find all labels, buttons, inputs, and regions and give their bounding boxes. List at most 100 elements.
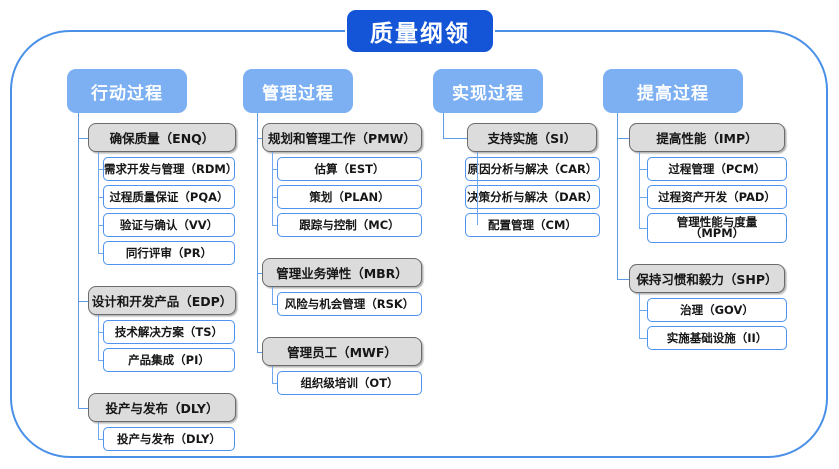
group-box-label: 投产与发布（DLY）	[105, 401, 219, 416]
connector-trunk-to-group	[257, 137, 262, 139]
leaf-box-label: 组织级培训（OT）	[300, 375, 399, 390]
connector-group-vertical	[98, 422, 99, 439]
connector-column-trunk	[257, 113, 258, 352]
connector-trunk-to-group	[78, 137, 88, 139]
connector-trunk-to-group	[257, 351, 262, 353]
leaf-box-1-2-2[interactable]: 产品集成（PI）	[103, 348, 235, 372]
leaf-box-label: 同行评审（PR）	[125, 245, 213, 260]
group-box-4-1[interactable]: 提高性能（IMP）	[629, 123, 785, 152]
column-header-label: 提高过程	[637, 83, 709, 104]
group-box-label: 保持习惯和毅力（SHP）	[636, 272, 778, 287]
connector-group-to-leaf	[98, 169, 103, 170]
leaf-box-2-1-3[interactable]: 跟踪与控制（MC）	[277, 213, 422, 237]
column-header-label: 行动过程	[91, 83, 163, 104]
connector-trunk-to-group	[617, 137, 629, 139]
group-box-1-3[interactable]: 投产与发布（DLY）	[88, 393, 236, 422]
group-box-label: 管理业务弹性（MBR）	[276, 266, 408, 281]
leaf-box-label: 验证与确认（VV）	[119, 217, 219, 232]
connector-group-to-leaf	[98, 253, 103, 254]
connector-group-vertical	[477, 152, 478, 225]
leaf-box-label: 需求开发与管理（RDM）	[104, 161, 238, 176]
connector-group-to-leaf	[272, 304, 277, 305]
connector-group-vertical	[272, 152, 273, 225]
connector-group-vertical	[98, 315, 99, 360]
leaf-box-2-1-2[interactable]: 策划（PLAN）	[277, 185, 422, 209]
connector-group-to-leaf	[639, 228, 647, 229]
connector-group-vertical	[272, 366, 273, 383]
connector-group-to-leaf	[98, 439, 103, 440]
leaf-box-label: 过程质量保证（PQA）	[109, 189, 229, 204]
connector-group-to-leaf	[98, 360, 103, 361]
connector-trunk-to-group	[443, 137, 467, 139]
leaf-box-1-2-1[interactable]: 技术解决方案（TS）	[103, 320, 235, 344]
diagram-title: 质量纲领	[347, 10, 493, 52]
leaf-box-label: 过程资产开发（PAD）	[658, 189, 776, 204]
group-box-label: 管理员工（MWF）	[287, 345, 397, 360]
leaf-box-4-2-1[interactable]: 治理（GOV）	[647, 298, 787, 322]
leaf-box-3-1-2[interactable]: 决策分析与解决（DAR）	[465, 185, 600, 209]
column-header-1[interactable]: 行动过程	[67, 69, 187, 113]
group-box-label: 设计和开发产品（EDP）	[91, 294, 233, 309]
group-box-2-3[interactable]: 管理员工（MWF）	[262, 337, 422, 366]
leaf-box-label: 估算（EST）	[314, 161, 385, 176]
leaf-box-label: 实施基础设施（II）	[666, 330, 768, 345]
column-header-3[interactable]: 实现过程	[433, 69, 543, 113]
diagram-title-label: 质量纲领	[370, 21, 470, 47]
column-header-label: 实现过程	[452, 83, 524, 104]
leaf-box-4-1-2[interactable]: 过程资产开发（PAD）	[647, 185, 787, 209]
connector-column-trunk	[617, 113, 618, 279]
leaf-box-1-1-4[interactable]: 同行评审（PR）	[103, 241, 235, 265]
group-box-label: 确保质量（ENQ）	[109, 131, 215, 146]
leaf-box-label: 配置管理（CM）	[488, 217, 577, 232]
leaf-box-1-1-1[interactable]: 需求开发与管理（RDM）	[103, 157, 238, 181]
connector-group-vertical	[639, 293, 640, 338]
leaf-box-label: 策划（PLAN）	[309, 189, 390, 204]
connector-trunk-to-group	[257, 272, 262, 274]
connector-group-to-leaf	[98, 332, 103, 333]
leaf-box-label: 治理（GOV）	[680, 302, 754, 317]
connector-group-to-leaf	[639, 197, 647, 198]
connector-group-to-leaf	[98, 197, 103, 198]
leaf-box-4-1-3[interactable]: 管理性能与度量 （MPM）	[647, 213, 787, 243]
connector-group-to-leaf	[272, 197, 277, 198]
connector-trunk-to-group	[617, 278, 629, 280]
column-header-label: 管理过程	[262, 83, 334, 104]
leaf-box-2-1-1[interactable]: 估算（EST）	[277, 157, 422, 181]
connector-group-to-leaf	[272, 169, 277, 170]
leaf-box-1-3-1[interactable]: 投产与发布（DLY）	[103, 427, 235, 451]
leaf-box-label: 技术解决方案（TS）	[114, 324, 224, 339]
connector-group-vertical	[272, 287, 273, 304]
column-header-2[interactable]: 管理过程	[243, 69, 353, 113]
group-box-1-1[interactable]: 确保质量（ENQ）	[88, 123, 236, 152]
leaf-box-label: 原因分析与解决（CAR）	[467, 161, 598, 176]
connector-group-vertical	[98, 152, 99, 253]
leaf-box-label: 产品集成（PI）	[128, 352, 210, 367]
group-box-label: 提高性能（IMP）	[656, 131, 758, 146]
group-box-3-1[interactable]: 支持实施（SI）	[467, 123, 597, 152]
column-header-4[interactable]: 提高过程	[603, 69, 743, 113]
leaf-box-2-3-1[interactable]: 组织级培训（OT）	[277, 371, 422, 395]
leaf-box-2-2-1[interactable]: 风险与机会管理（RSK）	[277, 292, 422, 316]
leaf-box-4-1-1[interactable]: 过程管理（PCM）	[647, 157, 787, 181]
leaf-box-1-1-2[interactable]: 过程质量保证（PQA）	[103, 185, 235, 209]
connector-group-to-leaf	[639, 169, 647, 170]
group-box-2-1[interactable]: 规划和管理工作（PMW）	[262, 123, 422, 152]
leaf-box-label: 管理性能与度量 （MPM）	[676, 215, 758, 240]
connector-group-to-leaf	[639, 338, 647, 339]
leaf-box-label: 跟踪与控制（MC）	[299, 217, 400, 232]
connector-group-to-leaf	[272, 225, 277, 226]
group-box-4-2[interactable]: 保持习惯和毅力（SHP）	[629, 264, 785, 293]
group-box-1-2[interactable]: 设计和开发产品（EDP）	[88, 286, 236, 315]
connector-column-trunk	[78, 113, 79, 408]
connector-trunk-to-group	[78, 300, 88, 302]
leaf-box-4-2-2[interactable]: 实施基础设施（II）	[647, 326, 787, 350]
leaf-box-1-1-3[interactable]: 验证与确认（VV）	[103, 213, 235, 237]
leaf-box-label: 过程管理（PCM）	[668, 161, 766, 176]
connector-group-to-leaf	[272, 383, 277, 384]
connector-group-to-leaf	[639, 310, 647, 311]
leaf-box-3-1-3[interactable]: 配置管理（CM）	[465, 213, 600, 237]
group-box-label: 规划和管理工作（PMW）	[268, 131, 416, 146]
leaf-box-3-1-1[interactable]: 原因分析与解决（CAR）	[465, 157, 600, 181]
group-box-2-2[interactable]: 管理业务弹性（MBR）	[262, 258, 422, 287]
